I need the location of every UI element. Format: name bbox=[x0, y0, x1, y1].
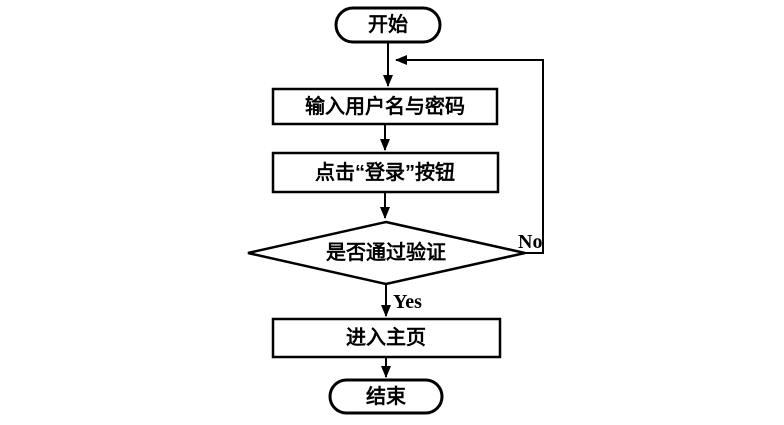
end-terminal bbox=[328, 378, 444, 415]
end-terminal-label: 结束 bbox=[366, 384, 407, 408]
input-process-box bbox=[271, 87, 499, 126]
no-branch-label: No bbox=[518, 231, 542, 253]
click-login-process-label: 点击“登录”按钮 bbox=[315, 160, 455, 184]
arrow-verify-no-loopback bbox=[395, 55, 544, 254]
start-terminal-label: 开始 bbox=[368, 12, 408, 36]
click-login-process-box bbox=[271, 151, 500, 194]
verify-decision-label: 是否通过验证 bbox=[325, 240, 446, 264]
yes-branch-label: Yes bbox=[393, 291, 422, 313]
home-process-label: 进入主页 bbox=[346, 325, 426, 349]
input-process-label: 输入用户名与密码 bbox=[305, 94, 465, 118]
home-process-box bbox=[271, 317, 502, 359]
verify-decision-diamond bbox=[247, 220, 526, 286]
start-terminal bbox=[334, 6, 442, 44]
